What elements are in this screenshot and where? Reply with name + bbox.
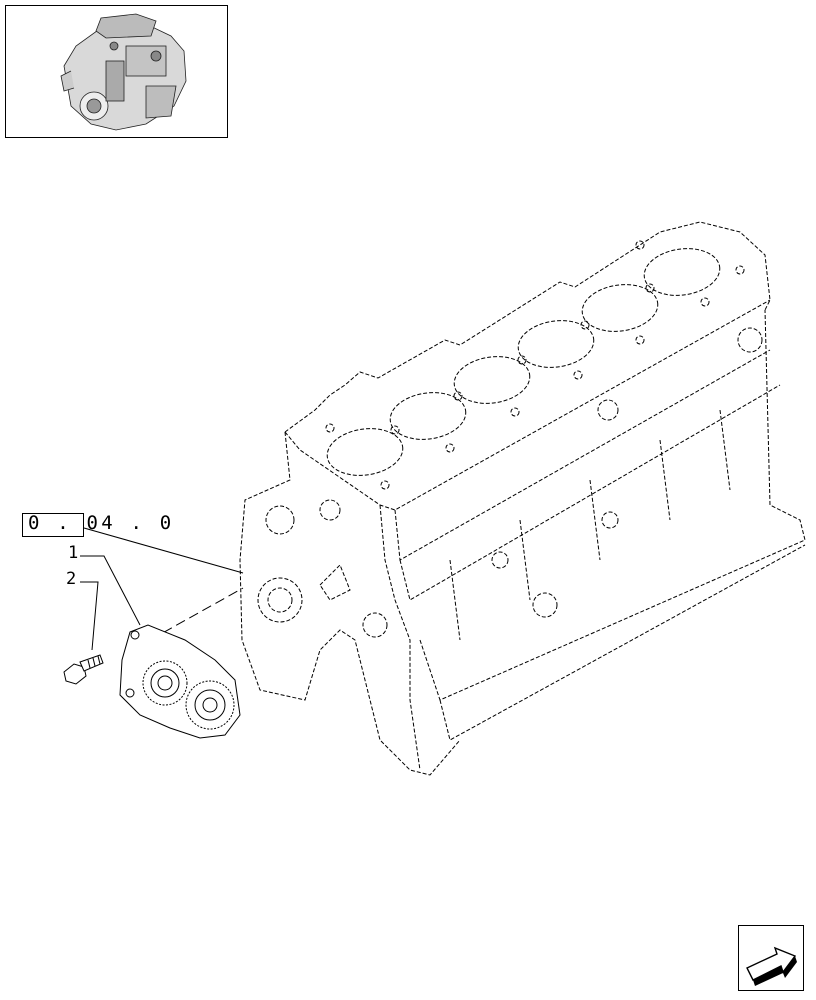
callout-2[interactable]: 2 [66, 569, 77, 589]
reference-box [22, 513, 84, 537]
engine-thumbnail-icon [60, 13, 187, 131]
oil-pump-part[interactable] [119, 624, 241, 739]
engine-thumbnail[interactable] [5, 5, 228, 138]
bolt-part[interactable] [63, 654, 104, 685]
callout-1-leader [80, 555, 141, 626]
next-page-arrow-icon [746, 946, 797, 986]
leader-lines [80, 527, 244, 651]
reference-code[interactable]: 0 . 04 . 0 [28, 512, 175, 534]
callout-2-leader [80, 581, 99, 651]
assembly-axis-line [149, 587, 244, 641]
callout-1[interactable]: 1 [68, 543, 79, 563]
ref-leader-line [83, 527, 244, 574]
next-page-button[interactable] [738, 925, 804, 991]
engine-block-outline [239, 221, 806, 776]
